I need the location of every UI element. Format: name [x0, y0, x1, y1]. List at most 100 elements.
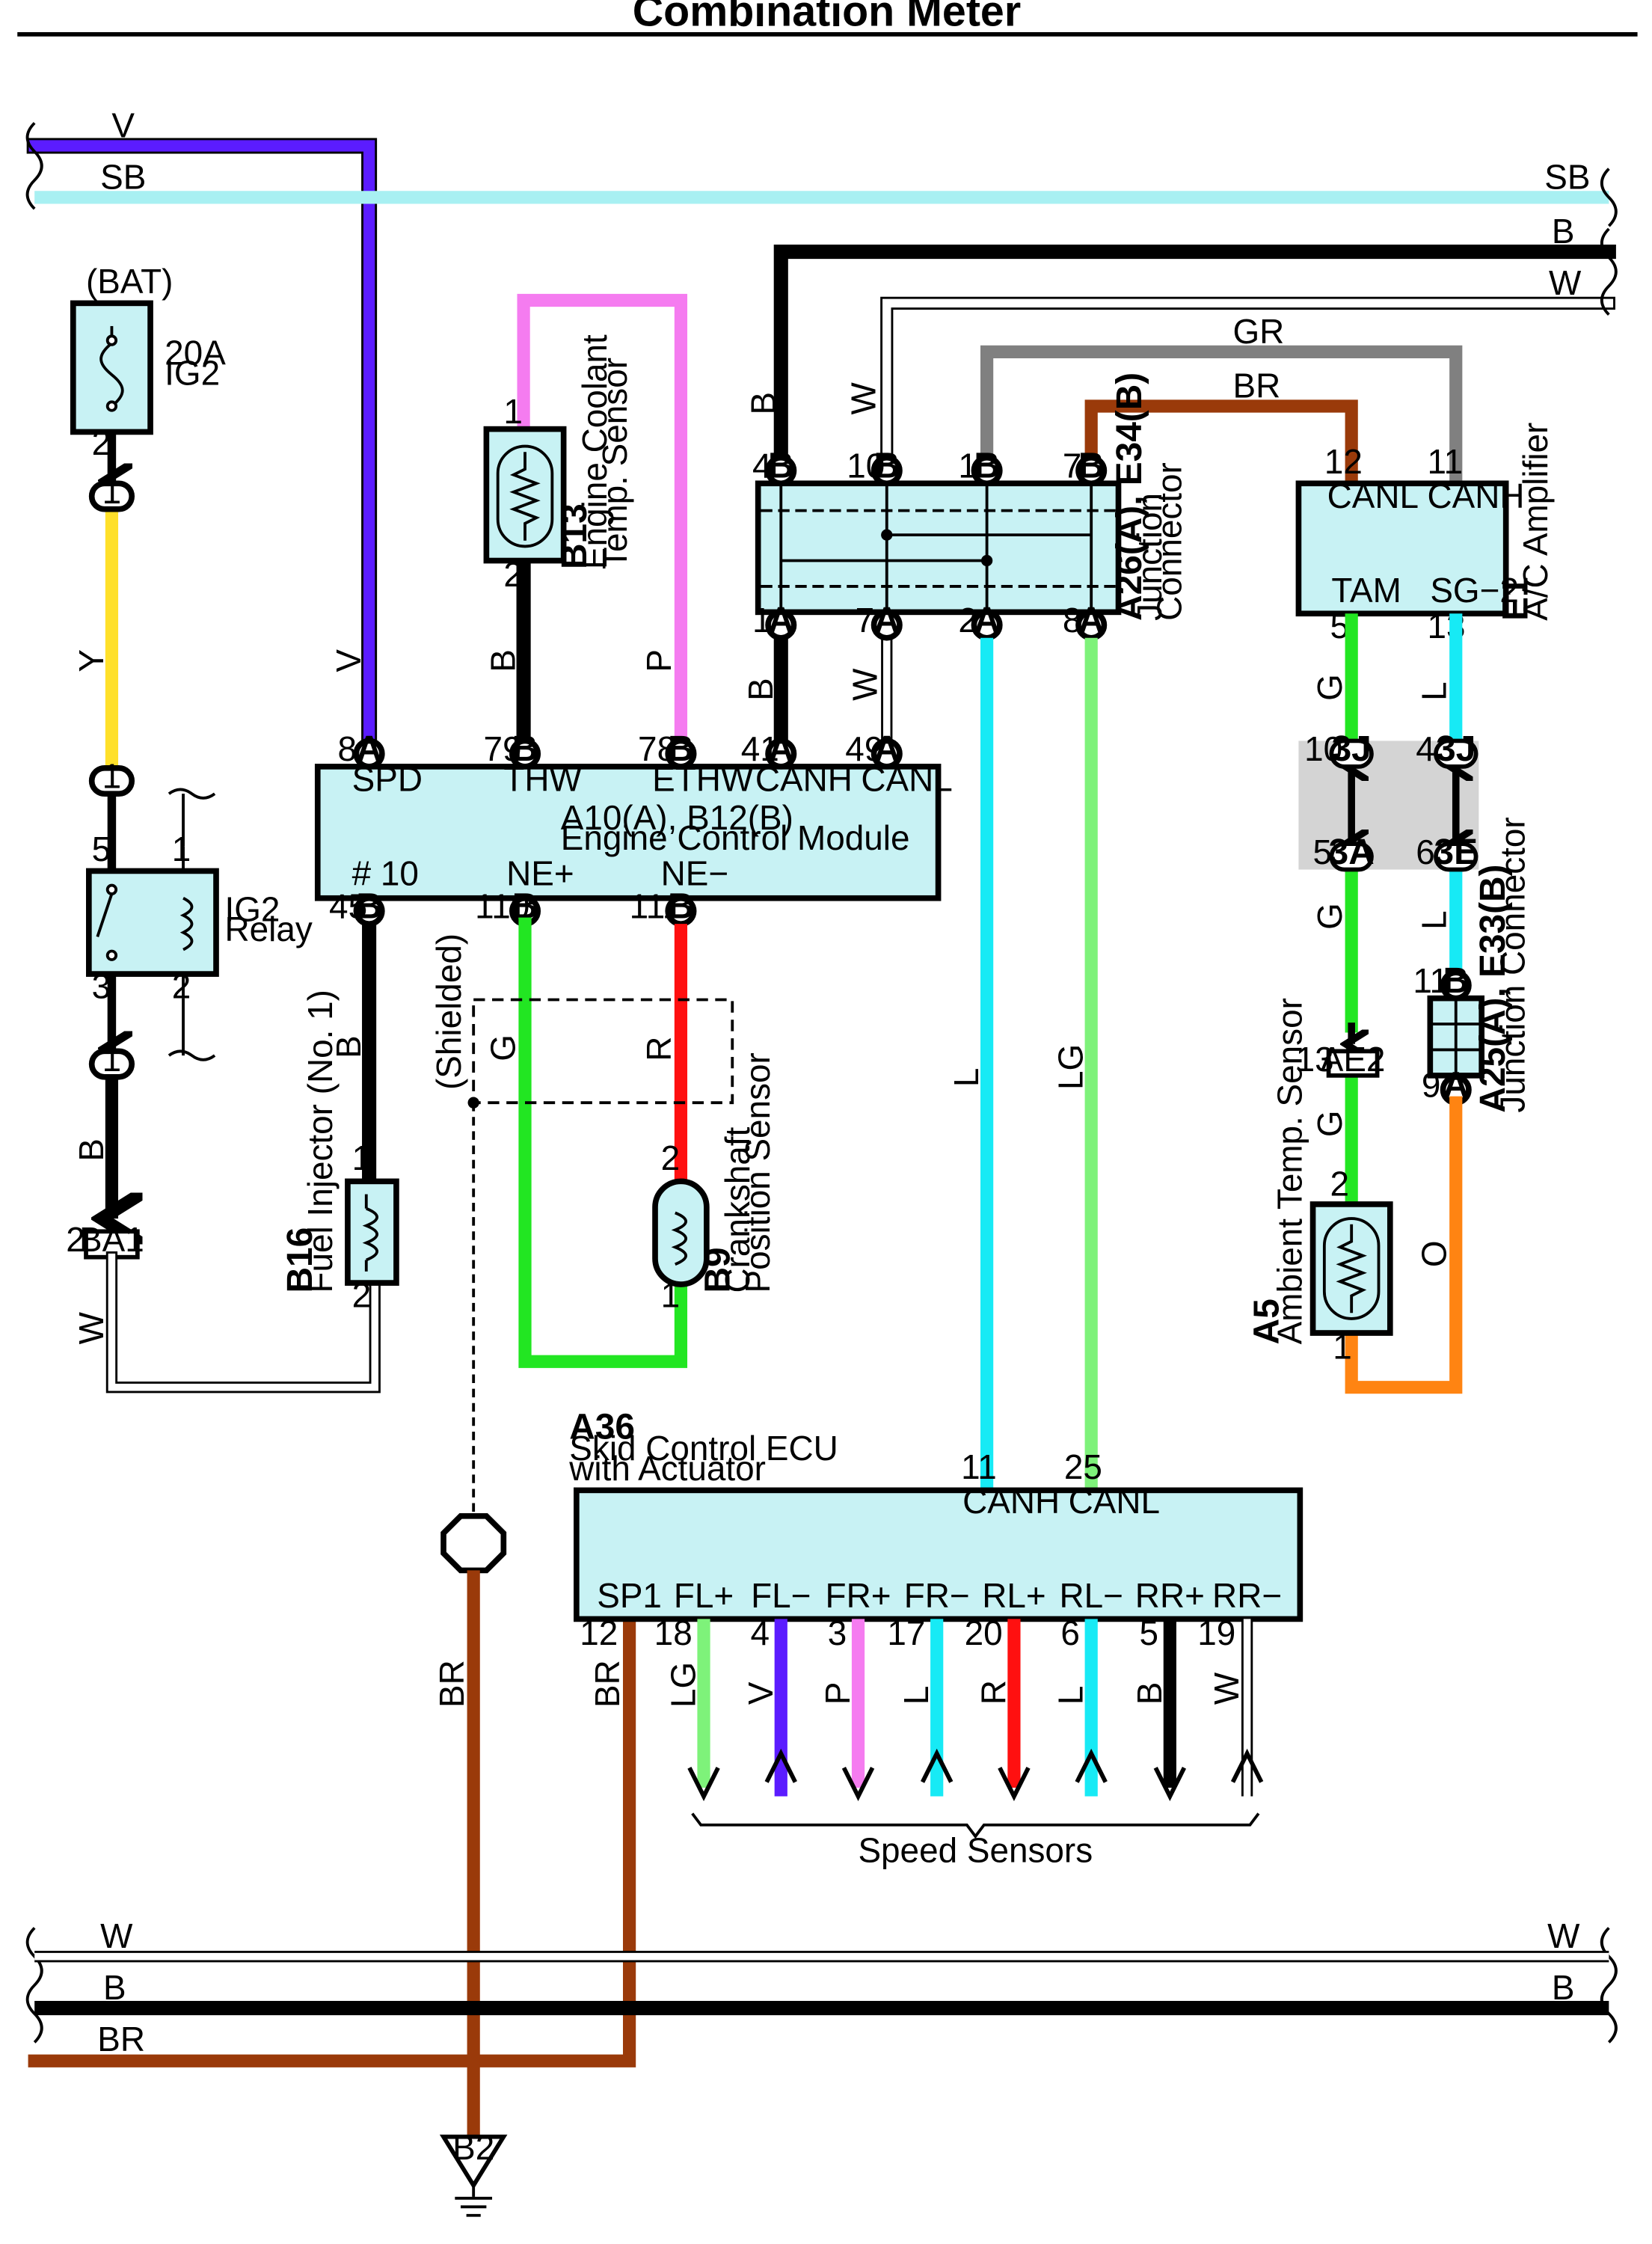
- jc1-bot7-letter: A: [873, 601, 900, 640]
- a36-pin-number: 3: [828, 1613, 847, 1652]
- wire-br-sp1: [28, 1612, 636, 2067]
- a5-sensor: [1309, 1201, 1393, 1336]
- ecm-pin78-num: 78: [638, 729, 676, 768]
- label-lg-canl: LG: [1051, 1044, 1090, 1090]
- a36-p11: 11: [961, 1447, 997, 1486]
- b9-code: B9: [698, 1247, 737, 1293]
- label-r-ne: R: [639, 1037, 678, 1061]
- a36-pin-canh: CANH: [962, 1482, 1060, 1521]
- ss-arrows: [687, 1748, 1264, 1801]
- e1-p12: 12: [1324, 442, 1363, 481]
- wire-v-top: [26, 138, 378, 752]
- label-b-inj: B: [329, 1035, 368, 1058]
- connector-one-bot: [88, 1048, 135, 1080]
- a36-pin-number: 12: [580, 1613, 618, 1652]
- a36-pin-canl: CANL: [1069, 1482, 1160, 1521]
- label-g-3a: G: [1310, 903, 1349, 930]
- a36-pin-name: SP1: [597, 1576, 662, 1615]
- connector-ae2-label: AE2: [1321, 1040, 1386, 1079]
- connector-one-top: [88, 480, 135, 512]
- connector-one-mid: [88, 764, 135, 797]
- jc1-top7-letter: B: [1078, 447, 1105, 486]
- jc1-top10-letter: B: [873, 447, 900, 486]
- fuse-name: IG2: [165, 353, 220, 392]
- b13-pin1: 1: [503, 392, 523, 431]
- a36-pin-labels: SP112FL+18FL−4FR+3FR−17RL+20RL−6RR+5RR−1…: [580, 1576, 1282, 1652]
- relay-line1: IG2: [224, 889, 280, 928]
- label-w-bot-r: W: [1547, 1916, 1580, 1955]
- ecm-pin-nep: NE+: [506, 854, 574, 893]
- label-b-bot-l: B: [103, 1968, 126, 2007]
- label-w-bot-l: W: [100, 1916, 133, 1955]
- ecm-pin111-num: 111: [630, 887, 682, 926]
- page-title: Combination Meter: [633, 0, 1021, 35]
- ecm-pin45-num: 45: [329, 887, 367, 926]
- b16-code: B16: [280, 1227, 320, 1293]
- wire-p: [517, 293, 688, 750]
- label-v-ecm: V: [329, 649, 368, 672]
- ecm-pin49-num: 49: [845, 729, 883, 768]
- relay-box: [86, 788, 219, 1061]
- wire-break-symbols: [25, 122, 1618, 2044]
- ecm-pin79-letter: B: [512, 729, 538, 769]
- a36-pin-number: 20: [965, 1613, 1003, 1652]
- e1-pin-tam: TAM: [1331, 571, 1401, 610]
- jc1-box: [755, 480, 1122, 616]
- wire-br-top: [1084, 399, 1358, 490]
- jc1-bot8: 8: [1063, 601, 1082, 640]
- connector-ae2-pin: 13: [1296, 1040, 1334, 1079]
- connector-one-bot-label: 1: [102, 1040, 122, 1079]
- relay-pin2: 2: [172, 967, 191, 1006]
- fuse-box: [70, 300, 153, 435]
- connector-one-mid-label: 1: [102, 757, 122, 796]
- a5-line1: Ambient Temp. Sensor: [1270, 998, 1309, 1344]
- j3-p6: 6: [1416, 833, 1435, 871]
- label-l-canh: L: [947, 1068, 986, 1088]
- label-ss-v: V: [741, 1682, 780, 1705]
- b16-pin1: 1: [352, 1138, 372, 1177]
- ecm-pin-canl: CANL: [861, 759, 952, 798]
- label-br-bot: BR: [97, 2020, 145, 2058]
- b13-line1: Engine Coolant: [575, 334, 614, 569]
- jc1-bot2-letter: A: [974, 601, 1000, 640]
- j3-connectors: [1329, 738, 1478, 872]
- jc1-bot2: 2: [958, 601, 977, 640]
- ground-b2: [439, 2134, 508, 2217]
- shielded-label: (Shielded): [429, 934, 468, 1090]
- label-p-ethw: P: [639, 649, 678, 672]
- label-sb-left: SB: [100, 157, 146, 196]
- b16-pin2: 2: [352, 1276, 372, 1315]
- label-br-gnd: BR: [432, 1660, 471, 1708]
- jc2-p9: 9: [1422, 1066, 1441, 1105]
- e1-line1: A/C Amplifier: [1516, 423, 1555, 621]
- ecm-pin79-num: 79: [484, 729, 522, 768]
- label-w-jc-top: W: [844, 381, 882, 414]
- connector-ae2: [1326, 1049, 1380, 1078]
- j3-e: 3E: [1434, 833, 1478, 872]
- b9-pin1: 1: [661, 1276, 681, 1315]
- a36-pin-number: 5: [1140, 1613, 1159, 1652]
- wire-o: [1345, 1096, 1463, 1394]
- label-ss-l2: L: [1051, 1686, 1090, 1705]
- a36-pin-name: FR+: [826, 1576, 891, 1615]
- label-o-a5: O: [1414, 1240, 1453, 1267]
- wire-w-ba1: [105, 1251, 381, 1394]
- jc2-p11: 11: [1413, 961, 1449, 1000]
- label-l-3e: L: [1414, 910, 1453, 930]
- ecm-pin45-letter: B: [356, 887, 382, 927]
- a36-pin-number: 18: [654, 1613, 693, 1652]
- a36-pin-name: FL+: [674, 1576, 734, 1615]
- ground-ring: [440, 1512, 507, 1574]
- label-br-top: BR: [1232, 367, 1280, 405]
- wire-gr: [980, 345, 1463, 490]
- label-b-jc: B: [741, 678, 780, 701]
- label-ss-p: P: [818, 1682, 857, 1705]
- ecm-pin49-letter: A: [873, 729, 900, 769]
- ecm-pin41-num: 41: [741, 729, 779, 768]
- j3-p5: 5: [1313, 833, 1333, 871]
- connector-one-top-label: 1: [102, 472, 122, 511]
- jc1-top1: 1: [958, 447, 977, 485]
- label-l-sg2: L: [1414, 681, 1453, 701]
- e1-box: [1295, 480, 1509, 617]
